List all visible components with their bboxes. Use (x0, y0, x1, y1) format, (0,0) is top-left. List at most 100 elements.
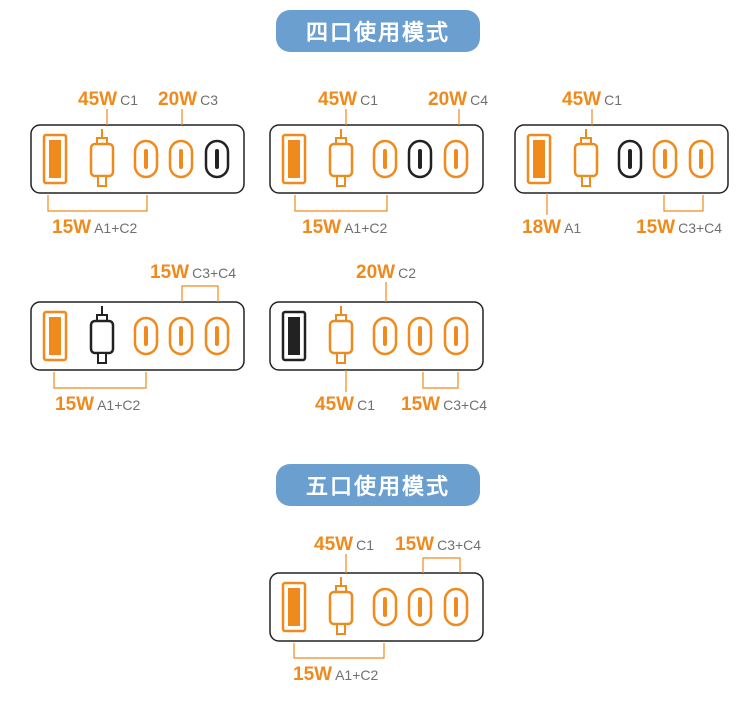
usb-c-port-icon (443, 316, 469, 356)
five-port-mode-title: 五口使用模式 (276, 464, 480, 506)
wattage: 15W (395, 534, 434, 555)
plug-tip (97, 175, 107, 187)
bracket-line (181, 285, 219, 302)
usb-a-tongue (288, 140, 300, 178)
wattage: 18W (522, 217, 561, 238)
port-name: C2 (398, 265, 416, 281)
usb-a-port-icon (281, 133, 307, 185)
wattage: 15W (401, 394, 440, 415)
usb-a-port-icon (281, 581, 307, 633)
wattage: 15W (55, 394, 94, 415)
usb-c-tongue (215, 149, 219, 169)
usb-c-tongue (383, 597, 387, 617)
port-name: A1+C2 (344, 220, 387, 236)
usb-c-port-icon (407, 587, 433, 627)
usb-a-port-icon (42, 133, 68, 185)
wattage: 15W (52, 217, 91, 238)
usb-c-port-icon (443, 139, 469, 179)
bracket-line (422, 372, 459, 389)
usb-c-port-icon (168, 316, 194, 356)
usb-c-tongue (215, 326, 219, 346)
usb-c-port-icon (372, 316, 398, 356)
usb-c-tongue (663, 149, 667, 169)
usb-a-port-icon (42, 310, 68, 362)
wattage: 45W (315, 394, 354, 415)
plug-icon (89, 319, 115, 355)
port-name: C1 (357, 397, 375, 413)
usb-c-tongue (144, 326, 148, 346)
usb-c-tongue (418, 149, 422, 169)
usb-c-port-icon (688, 139, 714, 179)
usb-c-tongue (179, 326, 183, 346)
usb-c-port-icon (133, 139, 159, 179)
plug-icon (573, 142, 599, 178)
port-name: A1 (564, 220, 581, 236)
usb-c-port-icon (652, 139, 678, 179)
usb-c-port-icon (443, 587, 469, 627)
bracket-line (294, 195, 388, 212)
bracket-line (293, 643, 385, 659)
charger-body (514, 124, 729, 194)
usb-a-tongue (533, 140, 545, 178)
wattage: 15W (302, 217, 341, 238)
usb-c-tongue (454, 597, 458, 617)
usb-c-port-icon (204, 139, 230, 179)
charger-body (269, 301, 484, 371)
plug-tip (336, 352, 346, 364)
wattage: 45W (78, 89, 117, 110)
usb-c-tongue (144, 149, 148, 169)
bracket-line (53, 372, 147, 389)
usb-c-port-icon (407, 139, 433, 179)
plug-tip (336, 623, 346, 635)
bracket-line (422, 557, 461, 573)
usb-a-tongue (49, 140, 61, 178)
usb-c-tongue (383, 149, 387, 169)
usb-a-port-icon (526, 133, 552, 185)
port-name: C3+C4 (437, 537, 481, 553)
plug-tip (336, 175, 346, 187)
plug-icon (328, 319, 354, 355)
wattage: 20W (428, 89, 467, 110)
wattage: 15W (636, 217, 675, 238)
four-port-mode-title: 四口使用模式 (276, 10, 480, 52)
bracket-line (663, 195, 704, 212)
port-name: C4 (470, 92, 488, 108)
port-name: C3+C4 (443, 397, 487, 413)
charger-body (30, 301, 245, 371)
plug-tip (97, 352, 107, 364)
charger-body (30, 124, 245, 194)
wattage: 45W (562, 89, 601, 110)
usb-a-tongue (288, 317, 300, 355)
port-name: C1 (604, 92, 622, 108)
plug-icon (328, 142, 354, 178)
plug-icon (89, 142, 115, 178)
wattage: 15W (150, 262, 189, 283)
usb-c-tongue (699, 149, 703, 169)
charger-body (269, 124, 484, 194)
port-name: C1 (356, 537, 374, 553)
plug-tip (581, 175, 591, 187)
usb-c-port-icon (204, 316, 230, 356)
usb-c-port-icon (168, 139, 194, 179)
usb-c-port-icon (133, 316, 159, 356)
wattage: 15W (293, 664, 332, 685)
port-name: C3+C4 (678, 220, 722, 236)
